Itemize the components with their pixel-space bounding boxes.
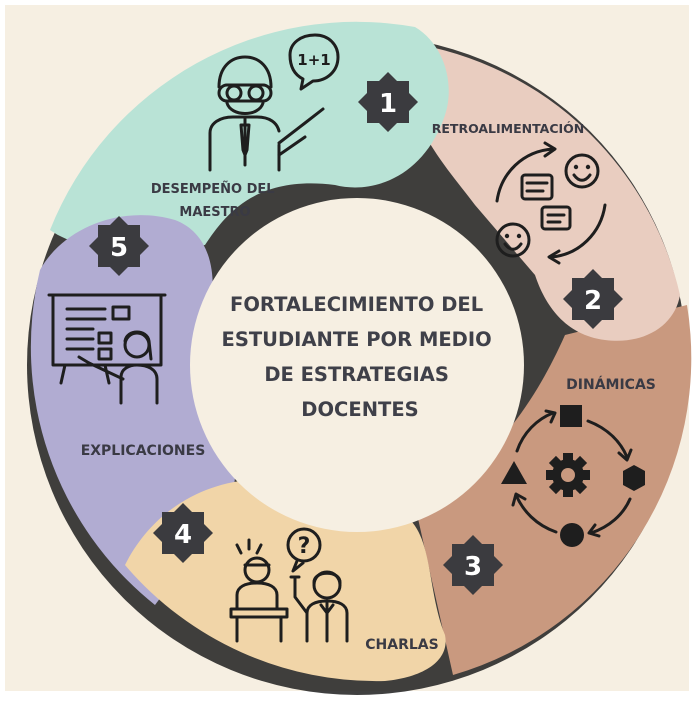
center-title-line-1: FORTALECIMIENTO DEL bbox=[230, 293, 483, 316]
badge-2-number: 2 bbox=[584, 286, 602, 316]
label-stage-2: RETROALIMENTACIÓN bbox=[432, 121, 584, 136]
gear-shapes-cycle-icon bbox=[501, 405, 645, 547]
teacher-bubble-text: 1+1 bbox=[297, 51, 330, 69]
svg-text:?: ? bbox=[298, 534, 311, 559]
label-stage-5: EXPLICACIONES bbox=[81, 443, 206, 459]
center-circle bbox=[190, 198, 524, 532]
badge-4-number: 4 bbox=[174, 520, 192, 550]
badge-3: 3 bbox=[443, 535, 503, 595]
label-stage-1-line-2: MAESTRO bbox=[179, 205, 250, 220]
badge-5-number: 5 bbox=[110, 233, 128, 263]
label-stage-1-line-1: DESEMPEÑO DEL bbox=[151, 181, 275, 197]
badge-4: 4 bbox=[153, 503, 213, 563]
label-stage-1: DESEMPEÑO DEL MAESTRO bbox=[151, 181, 279, 220]
badge-3-number: 3 bbox=[464, 552, 482, 582]
badge-1-number: 1 bbox=[379, 89, 397, 119]
badge-1: 1 bbox=[358, 72, 418, 132]
label-stage-3: DINÁMICAS bbox=[566, 376, 656, 393]
cycle-diagram: FORTALECIMIENTO DEL ESTUDIANTE POR MEDIO… bbox=[27, 21, 692, 695]
badge-2: 2 bbox=[563, 269, 623, 329]
label-stage-4: CHARLAS bbox=[365, 637, 438, 653]
feedback-cycle-icon bbox=[495, 141, 607, 265]
students-question-icon: ? bbox=[229, 527, 349, 643]
center-title-line-3: DE ESTRATEGIAS bbox=[264, 363, 449, 386]
center-title-line-2: ESTUDIANTE POR MEDIO bbox=[222, 328, 492, 351]
badge-5: 5 bbox=[89, 216, 149, 276]
center-title-line-4: DOCENTES bbox=[301, 398, 418, 421]
center-title: FORTALECIMIENTO DEL ESTUDIANTE POR MEDIO… bbox=[222, 293, 499, 421]
teacher-speech-icon: 1+1 bbox=[208, 33, 340, 172]
presentation-board-icon bbox=[47, 293, 167, 405]
